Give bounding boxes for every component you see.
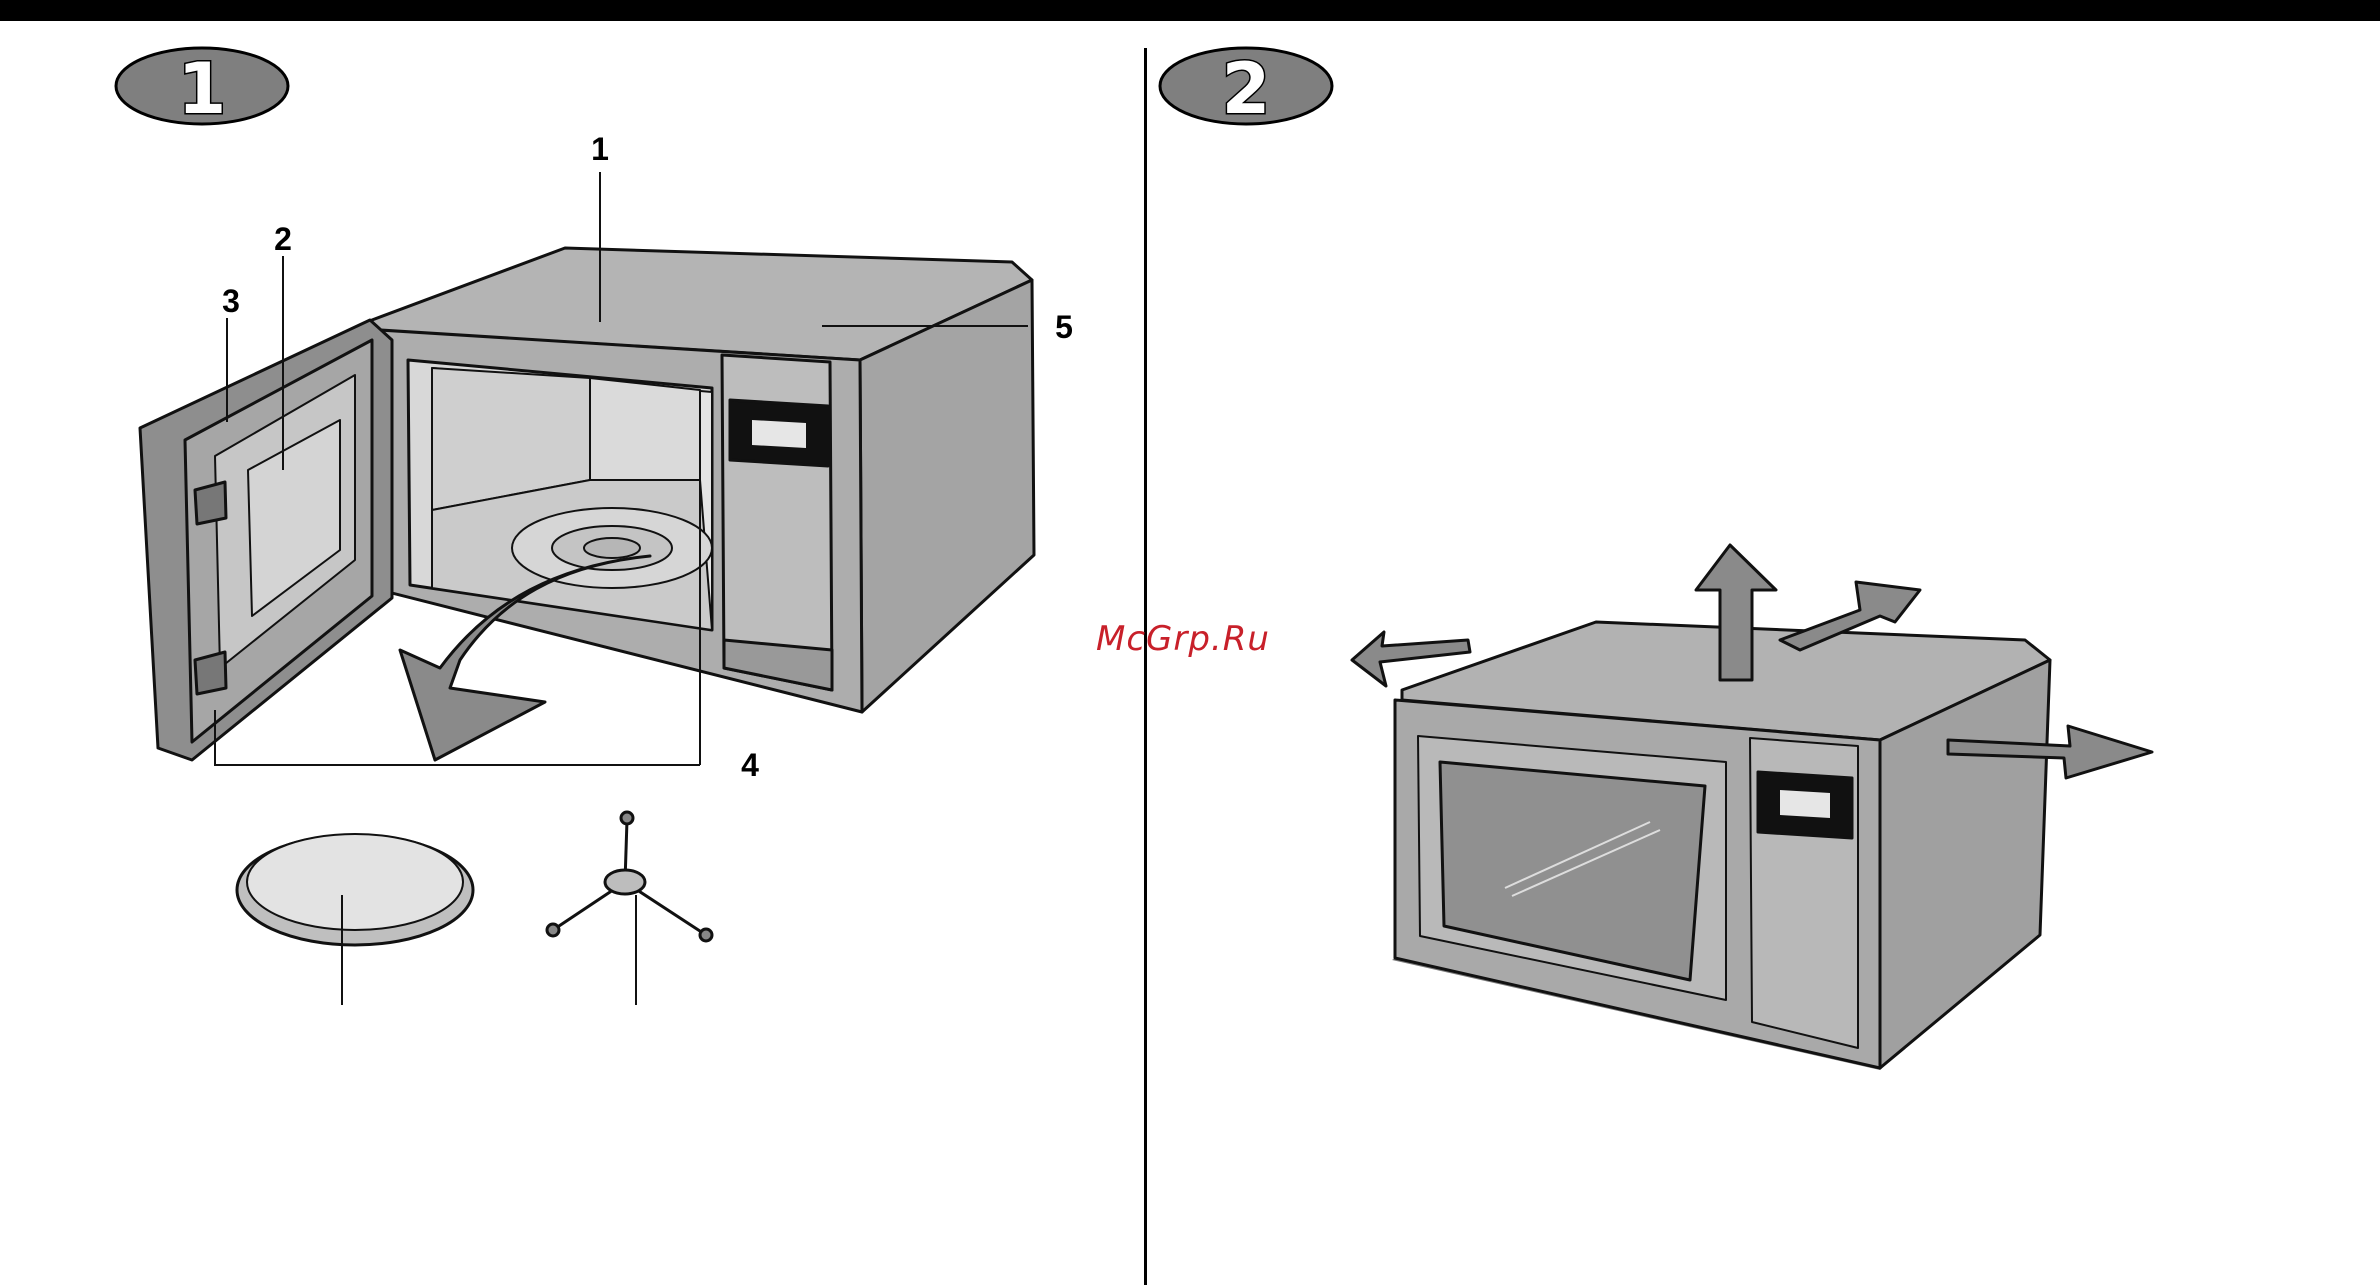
glass-tray-illustration bbox=[237, 834, 473, 1005]
callout-5: 5 bbox=[1055, 309, 1073, 345]
closed-microwave-illustration bbox=[1352, 545, 2152, 1070]
callout-2: 2 bbox=[274, 221, 292, 257]
callout-1: 1 bbox=[591, 131, 609, 167]
watermark-text: McGrp.Ru bbox=[1096, 619, 1270, 659]
callout-3: 3 bbox=[222, 283, 240, 319]
step-badge-1: 1 bbox=[116, 48, 288, 130]
callout-4: 4 bbox=[741, 747, 759, 783]
open-microwave-illustration bbox=[140, 248, 1034, 760]
step-badge-2-label: 2 bbox=[1222, 48, 1271, 130]
step-badge-1-label: 1 bbox=[178, 48, 227, 130]
roller-ring-illustration bbox=[547, 812, 712, 1005]
step-badge-2: 2 bbox=[1160, 48, 1332, 130]
